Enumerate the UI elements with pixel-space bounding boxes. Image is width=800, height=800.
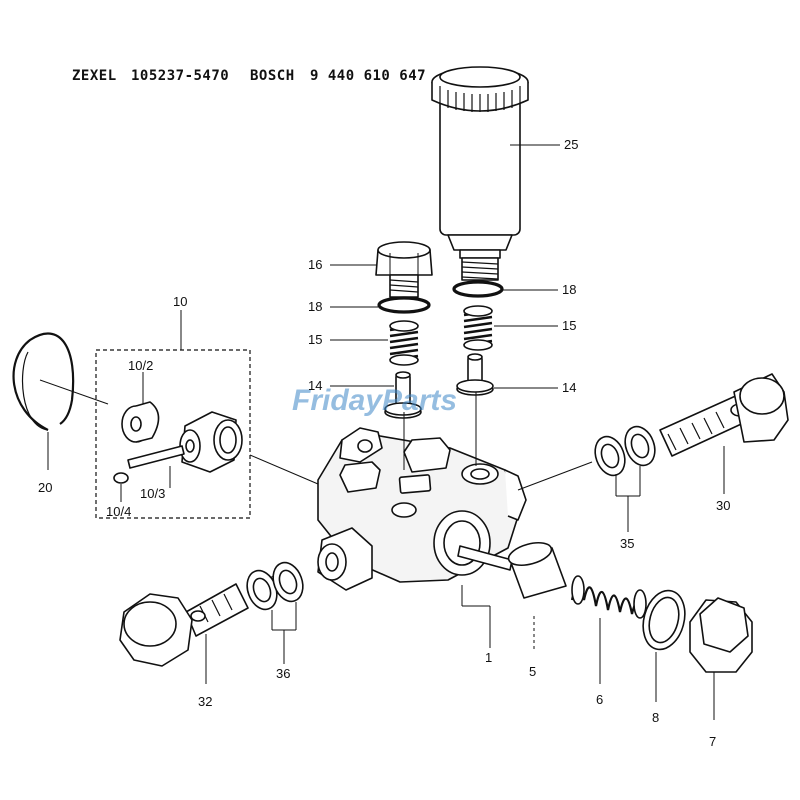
- part-10-tappet-assembly: [95, 310, 319, 519]
- label-10-2: 10/2: [128, 358, 153, 373]
- part-1-pump-body: [259, 392, 593, 648]
- label-1: 1: [485, 650, 492, 665]
- header-brand-bosch: BOSCH: [250, 68, 295, 84]
- label-25: 25: [564, 137, 578, 152]
- part-20-snap-ring: [12, 332, 109, 470]
- part-36-washers: [246, 561, 304, 664]
- label-15-right: 15: [562, 318, 576, 333]
- label-18-left: 18: [308, 299, 322, 314]
- label-35: 35: [620, 536, 634, 551]
- label-32: 32: [198, 694, 212, 709]
- label-14-right: 14: [562, 380, 576, 395]
- part-6-spring: [570, 575, 647, 684]
- part-32-banjo-bolt: [119, 583, 249, 684]
- header-brand-zexel: ZEXEL: [72, 68, 117, 84]
- label-30: 30: [716, 498, 730, 513]
- header-number-bosch: 9 440 610 647: [310, 68, 426, 84]
- part-labels: 25 16 18 18 15 15 14 14 10 10/2 10/3 10/…: [38, 137, 730, 749]
- label-10-4: 10/4: [106, 504, 131, 519]
- label-36: 36: [276, 666, 290, 681]
- part-25-hand-primer: [431, 66, 560, 281]
- label-5: 5: [529, 664, 536, 679]
- part-8-gasket: [642, 589, 686, 702]
- part-7-plug-cap: [689, 597, 753, 720]
- label-8: 8: [652, 710, 659, 725]
- label-10-3: 10/3: [140, 486, 165, 501]
- label-7: 7: [709, 734, 716, 749]
- part-14-valve-left: [330, 371, 422, 419]
- label-18-right: 18: [562, 282, 576, 297]
- label-14-left: 14: [308, 378, 322, 393]
- label-10: 10: [173, 294, 187, 309]
- part-35-washers: [594, 425, 656, 532]
- label-15-left: 15: [308, 332, 322, 347]
- part-30-banjo-bolt: [659, 373, 789, 494]
- header-part-numbers: ZEXEL 105237-5470 BOSCH 9 440 610 647: [72, 68, 426, 84]
- part-14-valve-right: [456, 353, 558, 396]
- part-16-plug-bolt: [330, 241, 433, 298]
- part-15-spring-left: [330, 320, 419, 366]
- part-15-spring-right: [463, 305, 558, 351]
- label-16: 16: [308, 257, 322, 272]
- watermark-logo: FridayParts: [292, 384, 457, 417]
- part-18-o-ring-left: [330, 296, 431, 314]
- header-number-zexel: 105237-5470: [131, 68, 229, 84]
- label-6: 6: [596, 692, 603, 707]
- part-18-o-ring-right: [452, 280, 558, 298]
- part-5-sleeve: [507, 541, 567, 652]
- label-20: 20: [38, 480, 52, 495]
